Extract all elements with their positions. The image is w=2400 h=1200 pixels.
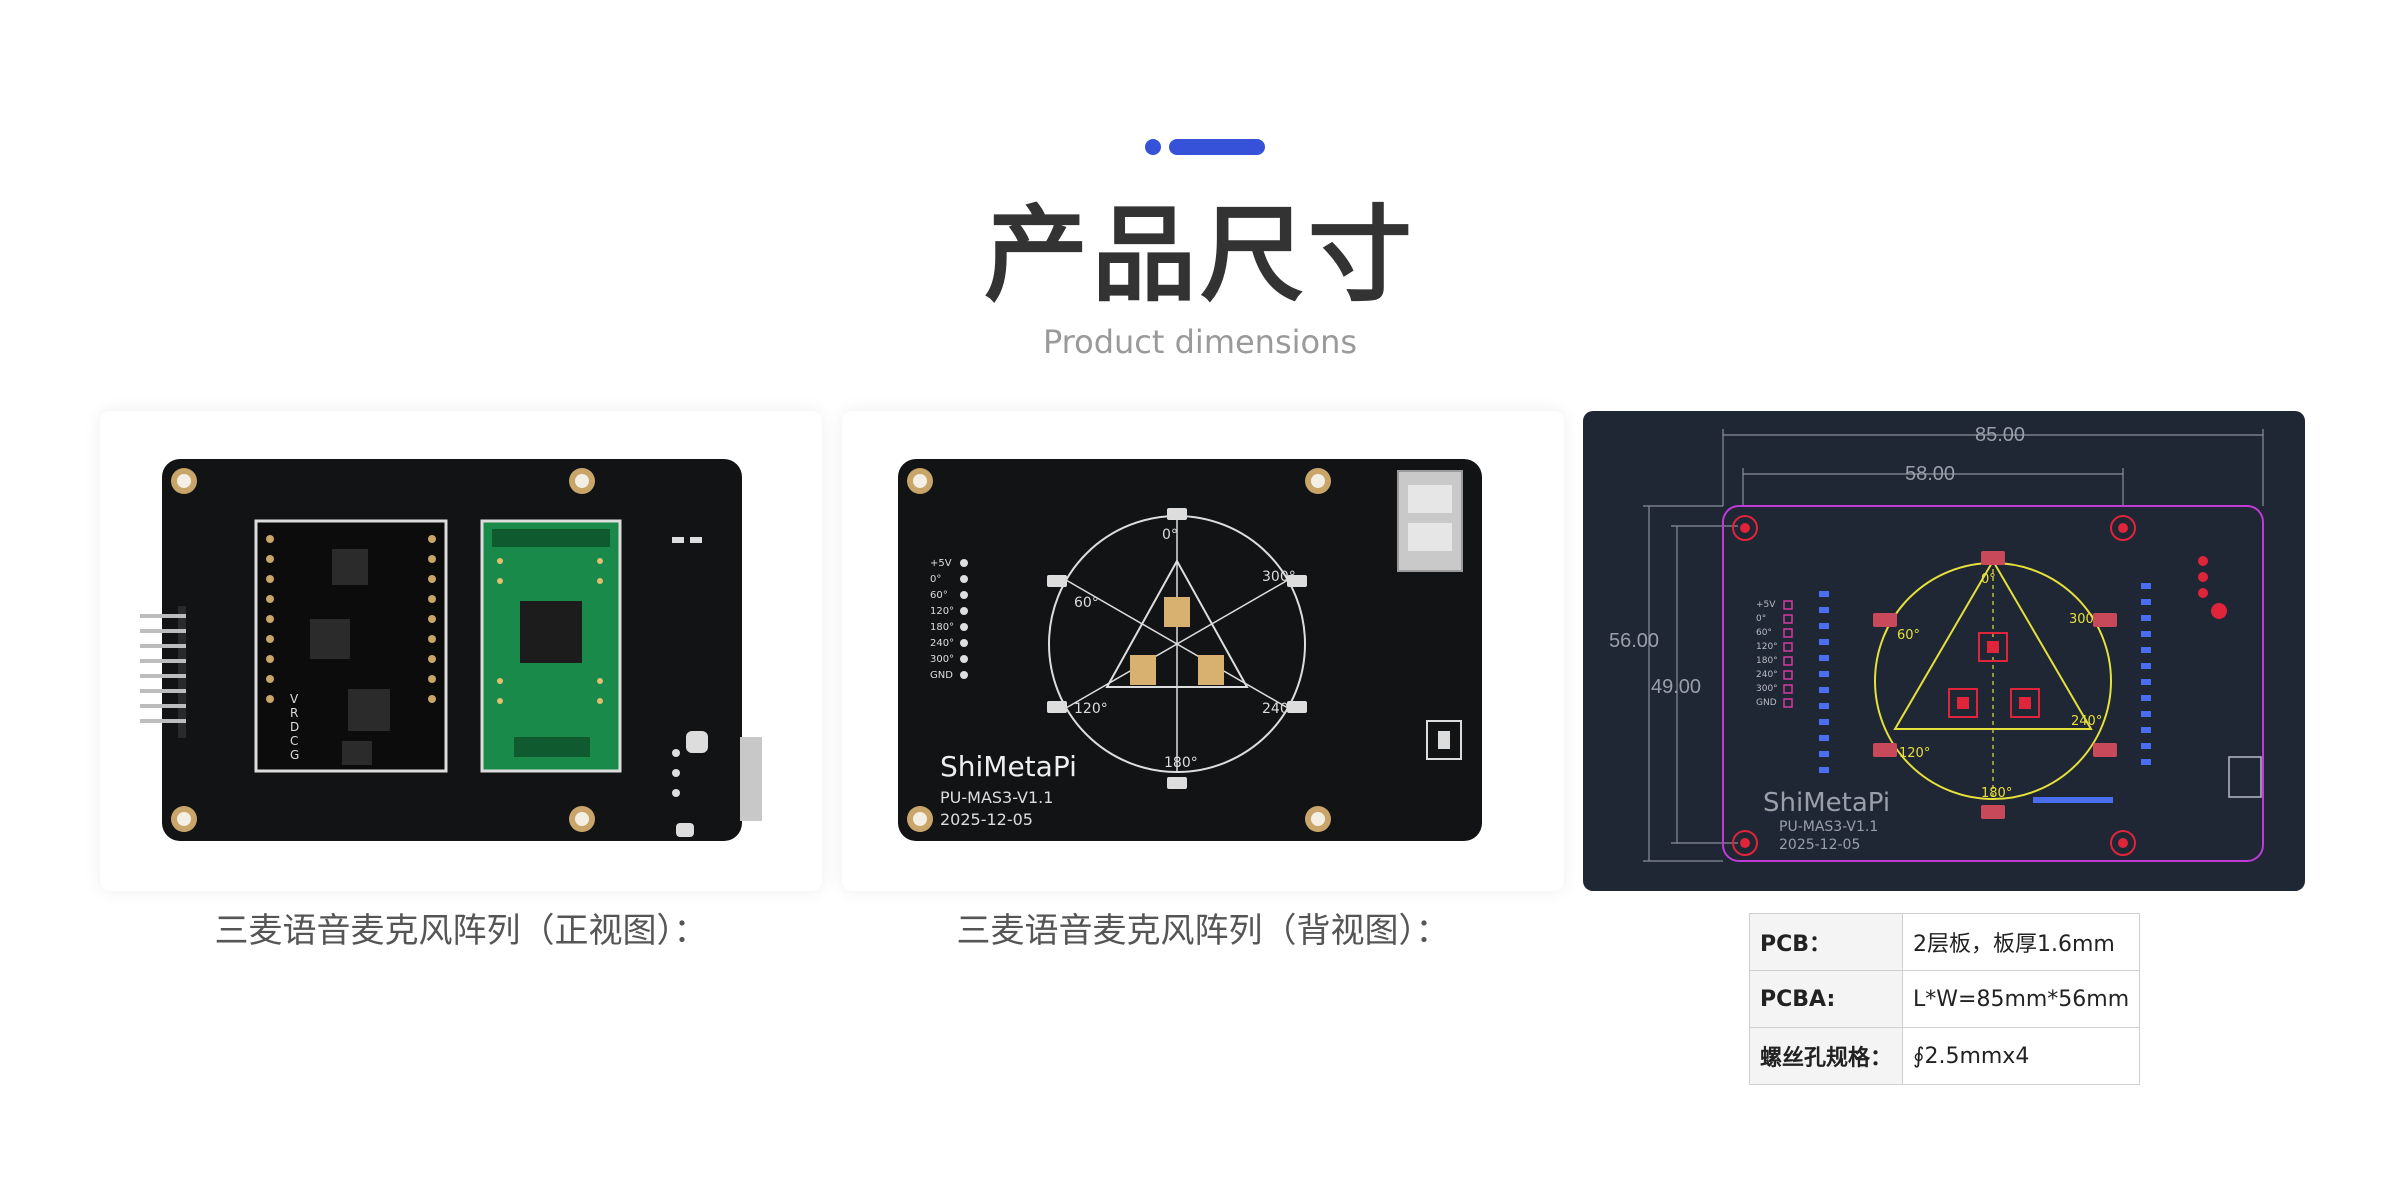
dim-hole-spacing-y: 49.00 <box>1651 676 1701 698</box>
accent-dot <box>1145 139 1161 155</box>
drawing-angle-120: 120° <box>1899 746 1930 761</box>
back-pin-5v: +5V <box>930 558 952 569</box>
back-pin-120: 120° <box>930 606 954 617</box>
back-pin-300: 300° <box>930 654 954 665</box>
pin-label-d: D <box>290 720 299 734</box>
spec-value: ∮2.5mmx4 <box>1901 1027 2141 1085</box>
back-pin-labels: +5V 0° 60° 120° 180° 240° 300° GND <box>930 558 954 681</box>
spec-key: 螺丝孔规格： <box>1749 1027 1903 1085</box>
back-pin-60: 60° <box>930 590 948 601</box>
angle-180: 180° <box>1164 755 1198 771</box>
back-pin-180: 180° <box>930 622 954 633</box>
back-date: 2025-12-05 <box>940 810 1033 829</box>
drawing-pin-240: 240° <box>1756 670 1778 680</box>
angle-0: 0° <box>1162 527 1178 543</box>
back-brand: ShiMetaPi <box>940 750 1077 783</box>
spec-table: PCB： 2层板，板厚1.6mm PCBA: L*W=85mm*56mm 螺丝孔… <box>1749 913 2141 1085</box>
drawing-pin-180: 180° <box>1756 656 1778 666</box>
pin-label-r: R <box>290 706 298 720</box>
spec-row-screw-hole: 螺丝孔规格： ∮2.5mmx4 <box>1749 1027 2141 1085</box>
angle-120: 120° <box>1074 701 1108 717</box>
dim-width: 56.00 <box>1609 630 1659 652</box>
dim-hole-spacing-x: 58.00 <box>1905 463 1955 485</box>
drawing-pin-labels: +5V 0° 60° 120° 180° 240° 300° GND <box>1756 600 1778 708</box>
page-title: 产品尺寸 <box>983 194 1416 316</box>
spec-row-pcb: PCB： 2层板，板厚1.6mm <box>1749 913 2141 971</box>
drawing-pin-5v: +5V <box>1756 600 1776 610</box>
back-pin-gnd: GND <box>930 670 953 681</box>
title-accent <box>1145 139 1265 155</box>
back-pin-240: 240° <box>930 638 954 649</box>
page-subtitle: Product dimensions <box>1042 323 1358 361</box>
back-view-image: +5V 0° 60° 120° 180° 240° 300° GND 0° 60… <box>898 459 1482 841</box>
spec-row-pcba: PCBA: L*W=85mm*56mm <box>1749 970 2141 1028</box>
drawing-model: PU-MAS3-V1.1 <box>1779 819 1878 835</box>
back-model: PU-MAS3-V1.1 <box>940 788 1053 807</box>
drawing-pin-60: 60° <box>1756 628 1772 638</box>
pin-label-g: G <box>290 748 299 762</box>
drawing-brand: ShiMetaPi <box>1763 788 1890 818</box>
dimension-drawing-card: 85.00 58.00 56.00 49.00 <box>1583 411 2305 891</box>
accent-bar <box>1169 139 1265 155</box>
front-view-card: V R D C G <box>100 411 822 891</box>
drawing-angle-240: 240° <box>2071 714 2102 729</box>
drawing-pin-0: 0° <box>1756 614 1766 624</box>
front-view-caption: 三麦语音麦克风阵列（正视图）： <box>214 911 708 951</box>
drawing-pin-120: 120° <box>1756 642 1778 652</box>
pin-label-v: V <box>290 692 299 706</box>
dimension-drawing-image: 85.00 58.00 56.00 49.00 <box>1609 424 2264 862</box>
pin-label-c: C <box>290 734 298 748</box>
back-view-card: +5V 0° 60° 120° 180° 240° 300° GND 0° 60… <box>842 411 1564 891</box>
front-view-image: V R D C G <box>140 459 762 841</box>
drawing-angle-0: 0° <box>1981 572 1996 587</box>
drawing-pin-gnd: GND <box>1756 698 1777 708</box>
drawing-pin-300: 300° <box>1756 684 1778 694</box>
back-view-caption: 三麦语音麦克风阵列（背视图）： <box>956 911 1450 951</box>
drawing-angle-60: 60° <box>1897 628 1920 643</box>
drawing-date: 2025-12-05 <box>1779 837 1860 853</box>
dim-length: 85.00 <box>1975 424 2025 446</box>
spec-value: 2层板，板厚1.6mm <box>1901 913 2141 971</box>
drawing-angle-300: 300° <box>2069 612 2100 627</box>
drawing-angle-180: 180° <box>1981 786 2012 801</box>
spec-key: PCBA: <box>1749 970 1903 1028</box>
spec-value: L*W=85mm*56mm <box>1901 970 2141 1028</box>
angle-60: 60° <box>1074 595 1099 611</box>
back-pin-0: 0° <box>930 574 941 585</box>
spec-key: PCB： <box>1749 913 1903 971</box>
